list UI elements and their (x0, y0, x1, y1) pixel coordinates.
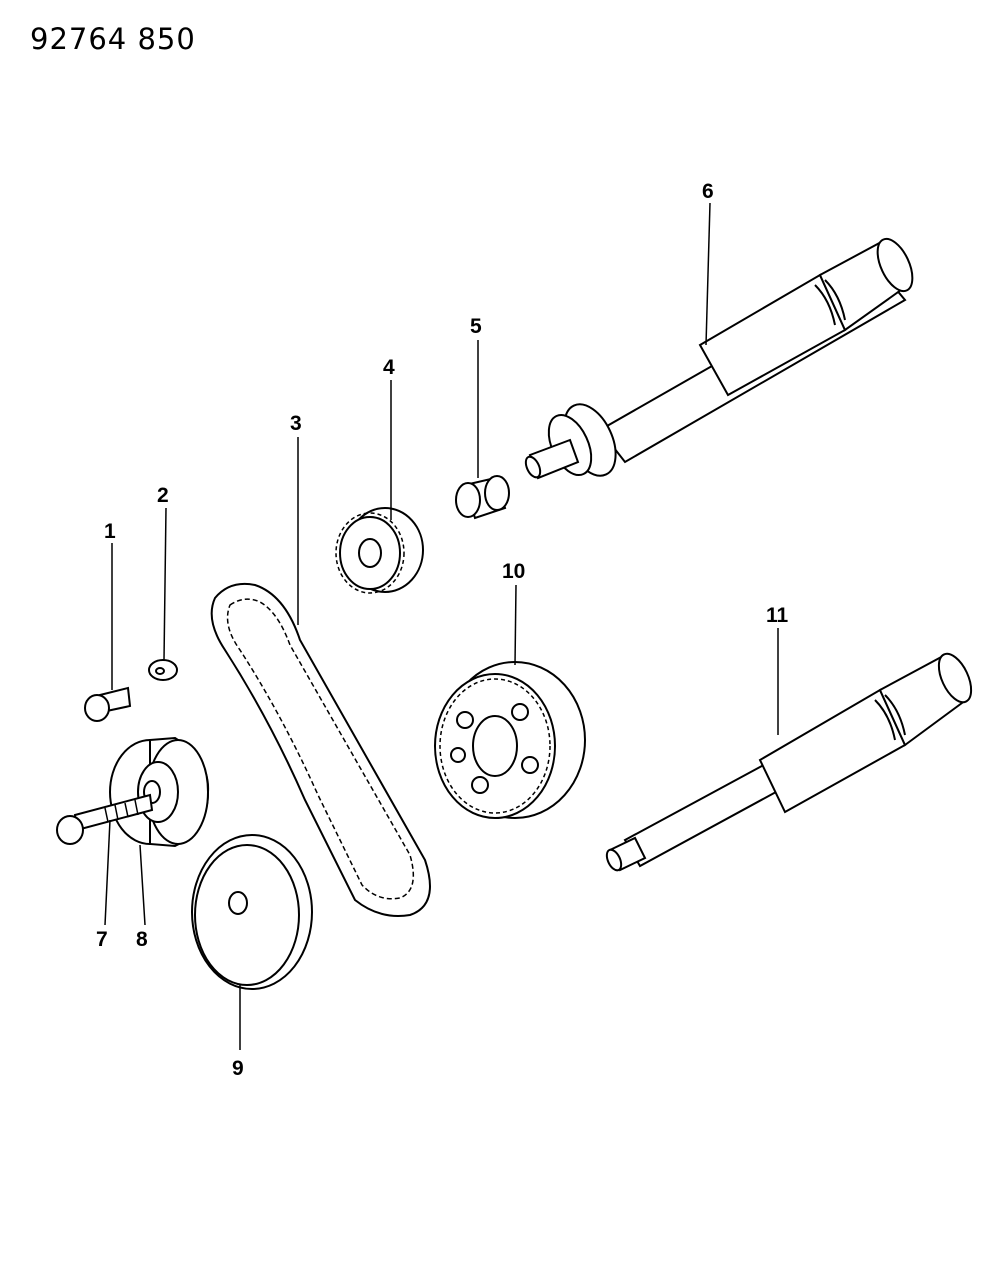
timing-belt (210, 582, 431, 917)
washer (148, 659, 178, 681)
callout-1: 1 (104, 520, 116, 543)
leader-lines (104, 202, 779, 1050)
callout-11: 11 (766, 604, 789, 627)
callout-4: 4 (383, 356, 395, 379)
long-bolt (56, 793, 154, 845)
lower-balance-shaft (605, 652, 973, 872)
callout-9: 9 (232, 1057, 244, 1080)
callout-3: 3 (290, 412, 302, 435)
callout-2: 2 (157, 484, 169, 507)
cover-plate (191, 834, 313, 990)
callout-5: 5 (470, 315, 482, 338)
catalog-code: 92764 850 (30, 22, 196, 56)
callout-7: 7 (96, 928, 108, 951)
upper-balance-shaft (524, 237, 914, 480)
tensioner-pulley (109, 736, 210, 848)
spacer-bushing (455, 475, 510, 520)
large-sprocket (434, 661, 586, 819)
callout-6: 6 (702, 180, 714, 203)
short-bolt (84, 686, 132, 722)
callout-8: 8 (136, 928, 148, 951)
callout-10: 10 (502, 560, 525, 583)
small-sprocket (335, 507, 424, 594)
